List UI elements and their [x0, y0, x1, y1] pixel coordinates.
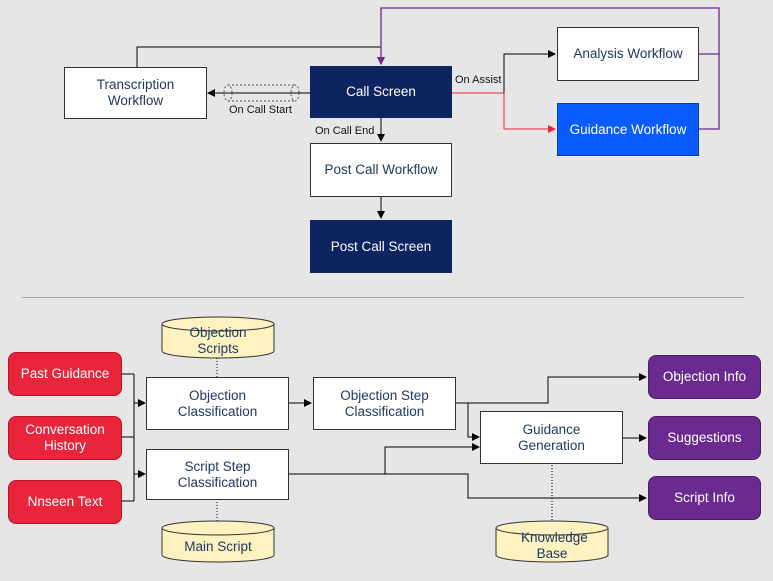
analysis-workflow-box: Analysis Workflow — [557, 27, 699, 81]
objection-info-box: Objection Info — [648, 355, 761, 399]
transcription-workflow-label: Transcription Workflow — [96, 77, 175, 108]
suggestions-box: Suggestions — [648, 416, 761, 460]
wire-purple-return — [377, 7, 720, 65]
wire-script-to-guidgen — [289, 443, 480, 475]
suggestions-label: Suggestions — [667, 430, 742, 445]
on-assist-label: On Assist — [455, 74, 502, 86]
wire-script-to-scriptinfo — [289, 473, 647, 502]
objection-step-classification-label: Objection Step Classification — [340, 387, 429, 419]
call-screen-box: Call Screen — [310, 66, 452, 118]
guidance-workflow-box: Guidance Workflow — [557, 103, 699, 156]
main-script-label: Main Script — [184, 539, 252, 554]
script-info-box: Script Info — [648, 476, 761, 520]
knowledge-base-cylinder: Knowledge Base — [495, 520, 609, 564]
analysis-workflow-label: Analysis Workflow — [573, 46, 683, 61]
past-guidance-label: Past Guidance — [20, 366, 110, 381]
wire-objstep-to-guidgen — [467, 403, 480, 441]
guidance-workflow-label: Guidance Workflow — [569, 121, 687, 137]
wire-purple-guidance — [699, 54, 720, 130]
main-script-cylinder-shape — [161, 520, 275, 563]
script-step-classification-label: Script Step Classification — [177, 458, 258, 490]
guidance-generation-box: Guidance Generation — [480, 411, 623, 464]
nnseen-text-box: Nnseen Text — [8, 480, 122, 524]
wire-objstep-to-objinfo — [456, 373, 647, 404]
knowledge-base-label: Knowledge Base — [521, 530, 588, 561]
post-call-workflow-box: Post Call Workflow — [310, 143, 452, 197]
on-call-end-label: On Call End — [315, 125, 375, 137]
conversation-history-label: Conversation History — [25, 422, 105, 453]
objection-step-classification-box: Objection Step Classification — [313, 377, 456, 430]
on-call-start-label: On Call Start — [229, 104, 292, 116]
wire-transcription-to-call — [136, 46, 385, 67]
guidance-generation-label: Guidance Generation — [518, 421, 585, 453]
objection-scripts-cylinder-shape — [161, 316, 275, 359]
on-call-start-pipe — [223, 84, 300, 102]
past-guidance-box: Past Guidance — [8, 352, 122, 396]
objection-scripts-cylinder: Objection Scripts — [161, 316, 275, 360]
conversation-history-box: Conversation History — [8, 416, 122, 460]
post-call-screen-label: Post Call Screen — [330, 238, 432, 254]
objection-classification-label: Objection Classification — [177, 387, 258, 419]
objection-classification-box: Objection Classification — [146, 377, 289, 430]
objection-scripts-label: Objection Scripts — [189, 325, 247, 356]
section-divider — [22, 297, 744, 298]
transcription-workflow-box: Transcription Workflow — [64, 67, 207, 119]
script-info-label: Script Info — [674, 490, 735, 505]
objection-info-label: Objection Info — [662, 369, 747, 384]
post-call-workflow-label: Post Call Workflow — [324, 162, 438, 177]
main-script-cylinder: Main Script — [161, 520, 275, 564]
post-call-screen-box: Post Call Screen — [310, 220, 452, 273]
wire-call-to-guidance — [452, 92, 556, 133]
knowledge-base-cylinder-shape — [495, 520, 609, 563]
nnseen-text-label: Nnseen Text — [27, 494, 103, 509]
script-step-classification-box: Script Step Classification — [146, 449, 289, 500]
call-screen-label: Call Screen — [346, 84, 416, 99]
